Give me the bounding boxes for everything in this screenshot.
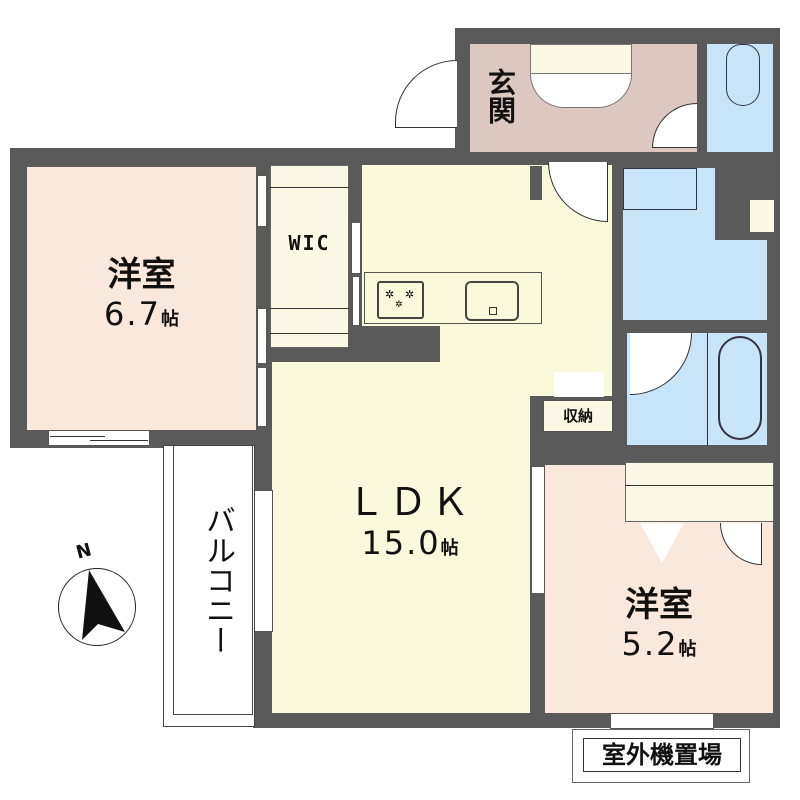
shoe-cabinet	[530, 44, 632, 74]
balcony	[163, 445, 255, 727]
balcony-label: バルコニー	[200, 505, 235, 655]
bedroom-east-south-window	[610, 713, 714, 729]
ldk-label: ＬＤＫ 15.0帖	[346, 480, 473, 562]
kitchen-sink	[465, 281, 519, 321]
entry-door[interactable]	[395, 60, 457, 128]
bedroom-east-west-window	[531, 466, 545, 594]
bedroom-east-closet	[625, 462, 774, 522]
stove: ✲ ✲ ✲	[377, 281, 424, 319]
bathtub-icon	[718, 336, 762, 440]
burner-icon: ✲	[395, 300, 403, 310]
storage-label: 収納	[562, 407, 593, 425]
bedroom-west-door-frame-2	[257, 308, 267, 364]
bedroom-west-east-window	[257, 367, 267, 427]
bedroom-west-label: 洋室 6.7帖	[104, 255, 179, 333]
burner-icon: ✲	[385, 288, 395, 301]
entrance-label: 玄関	[484, 68, 517, 124]
bedroom-east-label: 洋室 5.2帖	[621, 585, 697, 663]
washbasin	[623, 168, 697, 210]
toilet-icon	[726, 44, 760, 106]
walk-in-closet	[270, 165, 349, 348]
outdoor-unit-label: 室外機置場	[583, 738, 741, 772]
burner-icon: ✲	[405, 288, 415, 301]
bedroom-west-south-window	[48, 430, 150, 446]
compass-icon	[58, 568, 136, 646]
compass-north-label: N	[73, 539, 94, 564]
bedroom-west	[27, 167, 256, 430]
storage	[543, 400, 613, 432]
washroom-storage	[750, 200, 774, 232]
wic-label: WIC	[288, 231, 331, 255]
washroom-lower	[623, 240, 767, 320]
bedroom-west-door-frame	[257, 175, 267, 227]
ldk-west-window	[253, 490, 273, 632]
ldk-lower	[272, 362, 530, 713]
